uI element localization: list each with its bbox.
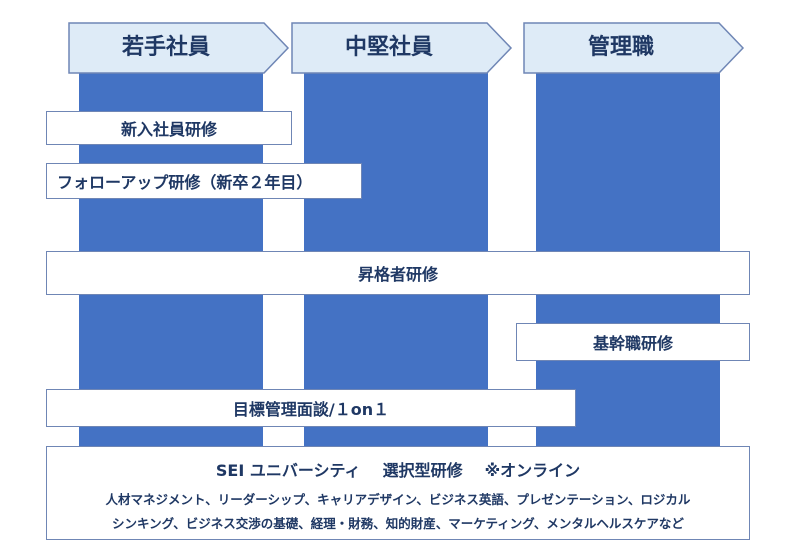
sei-course-list-line-2: シンキング、ビジネス交渉の基礎、経理・財務、知的財産、マーケティング、メンタルヘ… [112,516,684,531]
sei-title-sub: 選択型研修 [382,461,463,480]
training-goal-management: 目標管理面談/１on１ [46,389,576,427]
training-core-manager: 基幹職研修 [516,323,750,361]
sei-title: SEI ユニバーシティ 選択型研修 ※オンライン [47,457,749,481]
training-promotion-label: 昇格者研修 [357,265,438,284]
header-mid-arrow-shape [291,22,513,74]
training-core-manager-label: 基幹職研修 [592,334,673,353]
header-manager-arrow-shape [523,22,745,74]
header-mid-label: 中堅社員 [344,35,433,60]
training-new-hire-label: 新入社員研修 [120,120,217,139]
training-promotion: 昇格者研修 [46,251,750,295]
header-young: 若手社員 [68,22,290,74]
training-new-hire: 新入社員研修 [46,111,292,145]
header-young-label: 若手社員 [121,35,210,60]
training-goal-management-label: 目標管理面談/１on１ [232,400,390,419]
sei-university-box: SEI ユニバーシティ 選択型研修 ※オンライン 人材マネジメント、リーダーシップ、… [46,446,750,540]
header-manager-label: 管理職 [587,35,654,60]
header-young-arrow-shape [68,22,290,74]
header-mid: 中堅社員 [291,22,513,74]
sei-course-list-line-1: 人材マネジメント、リーダーシップ、キャリアデザイン、ビジネス英語、プレゼンテーシ… [105,492,691,507]
header-manager: 管理職 [523,22,745,74]
sei-title-note: ※オンライン [484,461,581,480]
training-follow-up-label: フォローアップ研修（新卒２年目） [57,173,313,192]
training-follow-up: フォローアップ研修（新卒２年目） [46,163,362,199]
sei-title-main: SEI ユニバーシティ [215,461,361,480]
